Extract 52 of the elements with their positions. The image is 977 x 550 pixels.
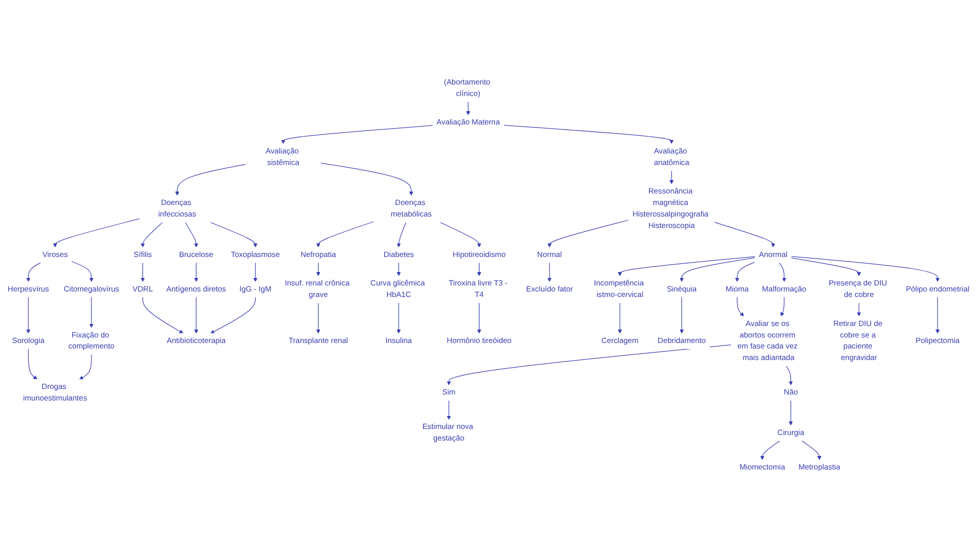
arrow (547, 262, 552, 282)
arrow (140, 262, 145, 282)
arrow (316, 221, 374, 248)
arrow (175, 164, 246, 196)
arrow (28, 348, 38, 380)
arrow (89, 296, 94, 328)
arrow (316, 302, 320, 334)
arrow (253, 262, 258, 282)
arrow (210, 222, 258, 248)
arrow (316, 262, 320, 276)
arrow (396, 262, 401, 276)
arrow (320, 162, 414, 196)
arrow (440, 222, 482, 248)
arrow (856, 302, 862, 316)
arrow (735, 262, 756, 282)
arrow (142, 296, 184, 334)
arrow (396, 302, 401, 334)
arrow (780, 296, 784, 316)
arrow (466, 101, 470, 116)
arrow (52, 218, 140, 248)
arrow (790, 256, 940, 282)
arrow (788, 400, 793, 426)
arrow (194, 296, 198, 334)
arrow (194, 262, 198, 282)
arrow (714, 222, 776, 248)
arrow (477, 262, 482, 276)
arrow (618, 256, 756, 276)
arrow (71, 261, 94, 282)
arrow (786, 366, 793, 386)
arrow (801, 440, 822, 460)
arrow (396, 222, 406, 248)
arrow (184, 222, 198, 248)
arrow (778, 262, 786, 282)
arrow (736, 296, 744, 316)
arrow (477, 302, 482, 334)
arrow (503, 124, 674, 144)
arrow (210, 296, 256, 334)
arrow (79, 354, 92, 380)
arrow (446, 344, 732, 386)
arrow (760, 440, 780, 460)
arrow (140, 222, 163, 248)
arrow (281, 125, 433, 144)
arrow (936, 296, 940, 334)
arrow (618, 302, 622, 334)
arrow (680, 296, 684, 334)
arrow (547, 220, 630, 248)
arrow (790, 258, 862, 276)
arrow (26, 296, 30, 334)
arrow (680, 257, 756, 282)
arrow (26, 262, 42, 282)
arrow (669, 170, 674, 184)
arrow (446, 400, 451, 420)
